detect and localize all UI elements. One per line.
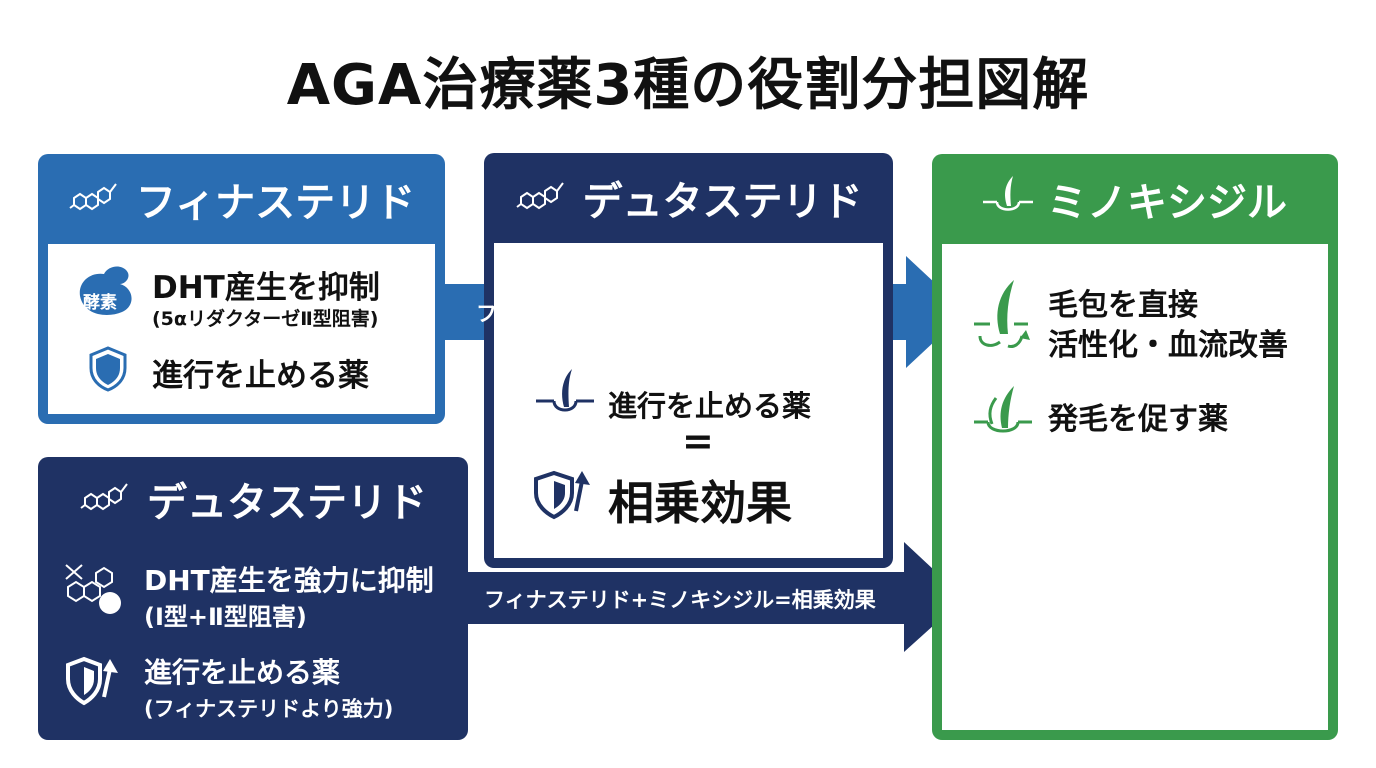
- dutasteride-header: デュタステリド: [38, 457, 468, 541]
- finasteride-effect: DHT産生を抑制: [152, 270, 380, 306]
- dutasteride-center-header: デュタステリド: [484, 153, 893, 243]
- minoxidil-header: ミノキシジル: [932, 154, 1338, 244]
- shield-up-icon: [532, 467, 596, 525]
- molecule-icon: [68, 176, 122, 222]
- enzyme-icon: 酵素: [74, 262, 140, 318]
- dutasteride-center-body: 進行を止める薬 = 相乗効果: [494, 243, 883, 558]
- dutasteride-role-sub: (フィナステリドより強力): [144, 697, 394, 721]
- dutasteride-effect-sub: (Ⅰ型+Ⅱ型阻害): [144, 603, 307, 631]
- page-title: AGA治療薬3種の役割分担図解: [286, 53, 1090, 118]
- dutasteride-title: デュタステリド: [147, 480, 427, 526]
- minoxidil-title: ミノキシジル: [1047, 180, 1287, 226]
- dutasteride-center-title: デュタステリド: [582, 179, 863, 225]
- finasteride-effect-sub: (5αリダクターゼⅡ型阻害): [152, 308, 379, 330]
- hair-follicle-icon: [983, 174, 1033, 224]
- molecule-icon: [79, 476, 133, 522]
- finasteride-role: 進行を止める薬: [152, 358, 369, 394]
- shield-icon: [88, 346, 128, 396]
- dutasteride-body: DHT産生を強力に抑制 (Ⅰ型+Ⅱ型阻害) 進行を止める薬 (フィナステリドより…: [38, 541, 468, 740]
- minoxidil-effect-b: 活性化・血流改善: [1048, 328, 1288, 363]
- finasteride-header: フィナステリド: [38, 154, 445, 244]
- molecule-block-icon: [62, 559, 124, 619]
- synergy-label: 相乗効果: [608, 476, 792, 530]
- dutasteride-role: 進行を止める薬: [144, 656, 341, 689]
- minoxidil-effect-a: 毛包を直接: [1048, 288, 1198, 323]
- dutasteride-panel: デュタステリド DHT産生を強力に抑制 (Ⅰ型+Ⅱ型阻害) 進行を止める薬 (フ…: [38, 457, 468, 740]
- synergy-arrow-bottom-label: フィナステリド+ミノキシジル=相乗効果: [484, 588, 876, 612]
- hair-follicle-icon: [536, 367, 594, 423]
- minoxidil-body: 毛包を直接 活性化・血流改善 発毛を促す薬: [942, 244, 1328, 730]
- shield-up-icon: [64, 655, 122, 711]
- finasteride-title: フィナステリド: [135, 180, 416, 226]
- dutasteride-center-role: 進行を止める薬: [608, 389, 812, 423]
- synergy-arrow-top-label: フィナステリド+ミノキシジル=相乗効果: [476, 302, 868, 326]
- enzyme-badge-label: 酵素: [83, 293, 117, 313]
- finasteride-panel: フィナステリド 酵素 DHT産生を抑制 (5αリダクターゼⅡ型阻害) 進行を止め…: [38, 154, 445, 424]
- synergy-arrow-bottom: [462, 542, 964, 652]
- dutasteride-center-panel: デュタステリド 進行を止める薬 = 相乗効果: [484, 153, 893, 568]
- minoxidil-panel: ミノキシジル 毛包を直接 活性化・血流改善 発毛を促す薬: [932, 154, 1338, 740]
- hair-sprout-icon: [972, 384, 1034, 442]
- dutasteride-effect: DHT産生を強力に抑制: [144, 564, 434, 597]
- molecule-icon: [515, 175, 569, 221]
- equals-sign: =: [682, 419, 714, 463]
- hair-growth-icon: [970, 278, 1032, 356]
- minoxidil-role: 発毛を促す薬: [1048, 402, 1228, 437]
- finasteride-body: 酵素 DHT産生を抑制 (5αリダクターゼⅡ型阻害) 進行を止める薬: [48, 244, 435, 414]
